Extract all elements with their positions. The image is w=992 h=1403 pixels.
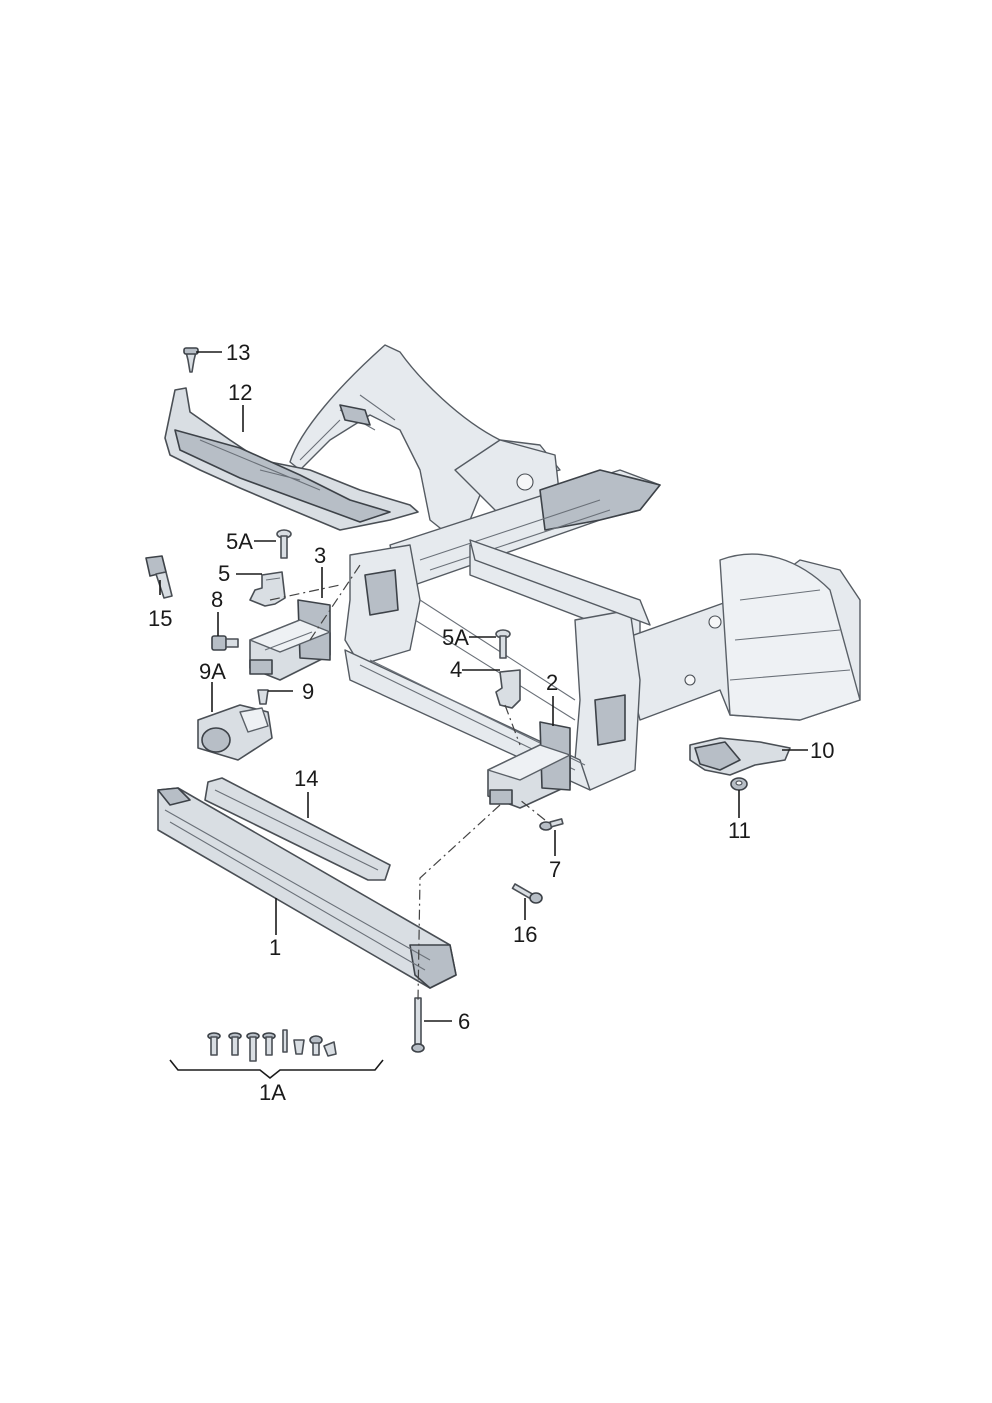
part-15-bolt [145,555,173,599]
callout-15: 15 [148,606,172,631]
part-7-screw [539,818,564,831]
callout-14: 14 [294,766,318,791]
part-10-side-bracket [689,737,791,776]
part-12-upper-cover [164,387,419,531]
callout-2: 2 [546,670,558,695]
part-5A-right-bolt [495,629,511,659]
callout-7: 7 [549,857,561,882]
callout-1: 1 [269,935,281,960]
assembly-guide-lines [269,564,546,1001]
callout-11: 11 [728,818,751,843]
part-1A-fastener-set [207,1029,337,1062]
part-8-bolt [211,635,239,651]
callout-3: 3 [314,543,326,568]
callout-5A-right: 5A [442,625,469,650]
callout-5A-left: 5A [226,529,253,554]
part-2-crash-box-right [487,721,571,809]
callout-9: 9 [302,679,314,704]
leader-lines [159,351,808,1080]
callout-12: 12 [228,380,252,405]
callout-10: 10 [810,738,834,763]
callout-16: 16 [513,922,537,947]
part-11-nut [730,777,748,791]
callout-13: 13 [226,340,250,365]
callout-8: 8 [211,587,223,612]
part-5-bracket [249,571,286,607]
callout-labels: 13 12 5A 3 5 15 8 9A 9 14 1 6 1A 5A 4 2 … [148,340,834,1105]
part-6-long-bolt [411,997,425,1053]
part-9-nut [257,689,269,705]
part-16-screw [511,883,543,904]
callout-6: 6 [458,1009,470,1034]
part-1-bumper-beam [157,787,457,989]
body-front-frame [289,344,861,791]
part-3-crash-box-left [249,599,331,681]
part-4-bracket [495,669,521,709]
callout-1A: 1A [259,1080,286,1105]
part-5A-upper-bolt [276,529,292,559]
part-9A-sensor [197,704,273,761]
part-14-absorber-strip [204,777,391,881]
callout-4: 4 [450,657,462,682]
callout-5: 5 [218,561,230,586]
part-13-clip [183,347,199,373]
callout-9A: 9A [199,659,226,684]
